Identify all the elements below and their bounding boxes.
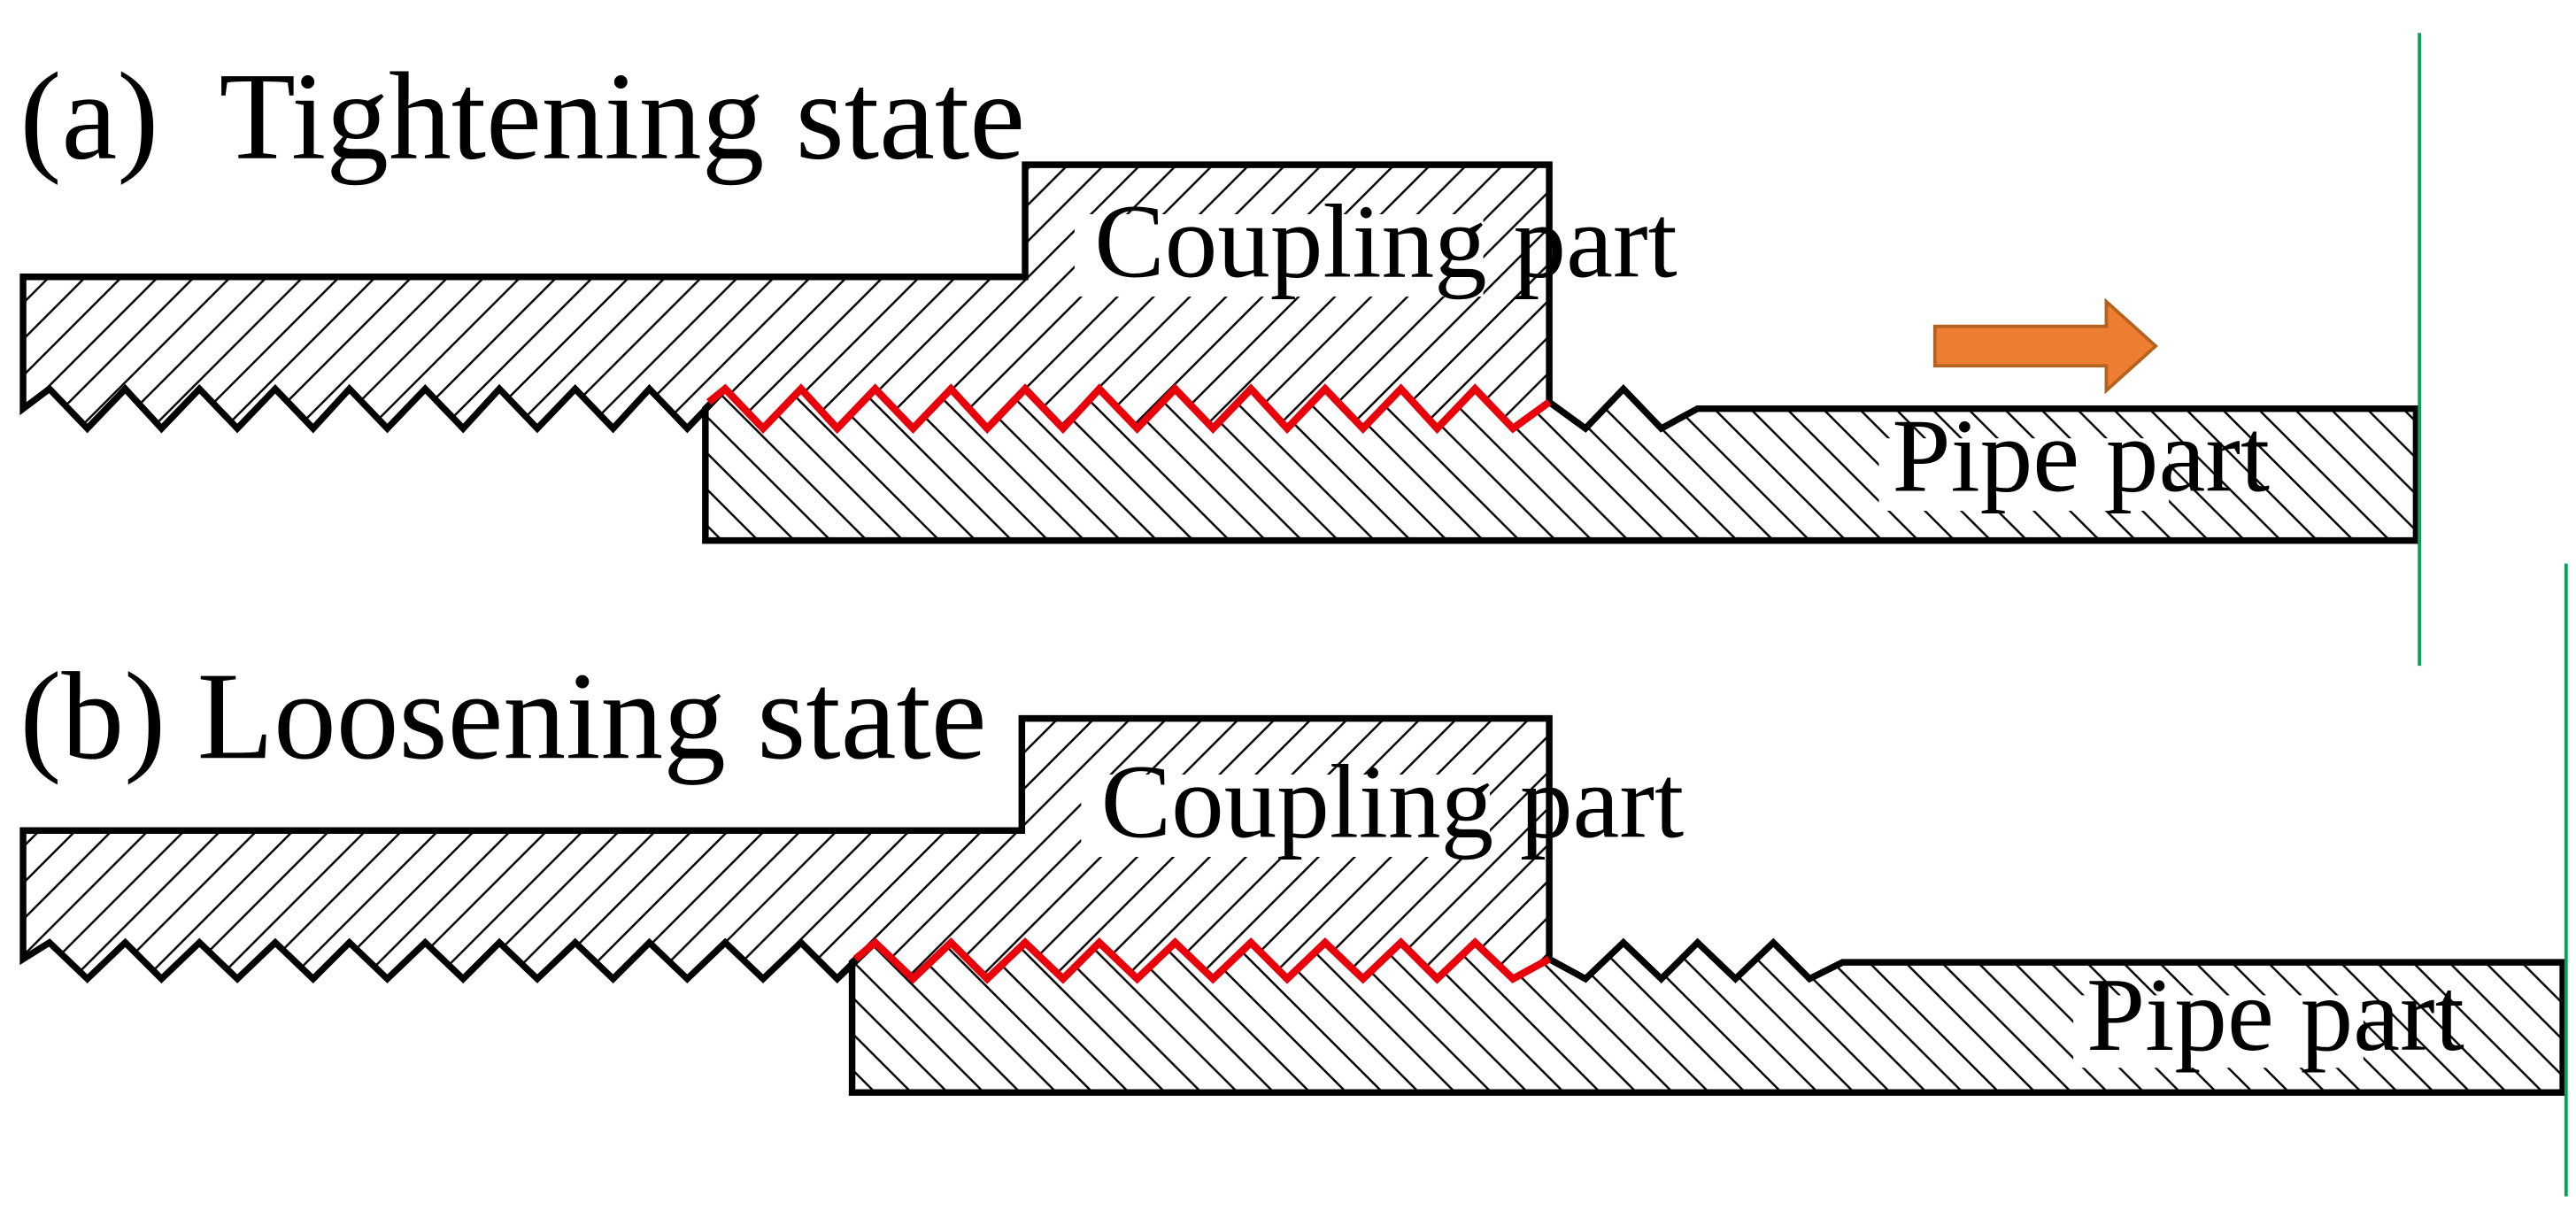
coupling-label-bg-loosening <box>1081 774 1491 858</box>
right-arrow-icon <box>1932 297 2159 395</box>
engaged-thread-tightening <box>706 383 1552 435</box>
pipe-label-loosening: Pipe part <box>2086 956 2464 1073</box>
panel-title-loosening: (b) Loosening state <box>19 646 986 785</box>
pipe-label-bg-tightening <box>1878 438 2170 512</box>
coupling-label-tightening: Coupling part <box>1094 183 1677 300</box>
panel-title-tightening: (a) Tightening state <box>19 47 1025 186</box>
engaged-thread-loosening <box>852 937 1552 984</box>
panel-tightening: (a) Tightening state Coupling part Pipe … <box>19 33 2421 667</box>
coupling-label-bg-tightening <box>1074 214 1484 297</box>
panel-loosening: (b) Loosening state Coupling part Pipe p… <box>19 563 2568 1197</box>
coupling-label-loosening: Coupling part <box>1101 744 1684 860</box>
pipe-label-bg-loosening <box>2073 995 2364 1068</box>
pipe-label-tightening: Pipe part <box>1892 397 2270 514</box>
